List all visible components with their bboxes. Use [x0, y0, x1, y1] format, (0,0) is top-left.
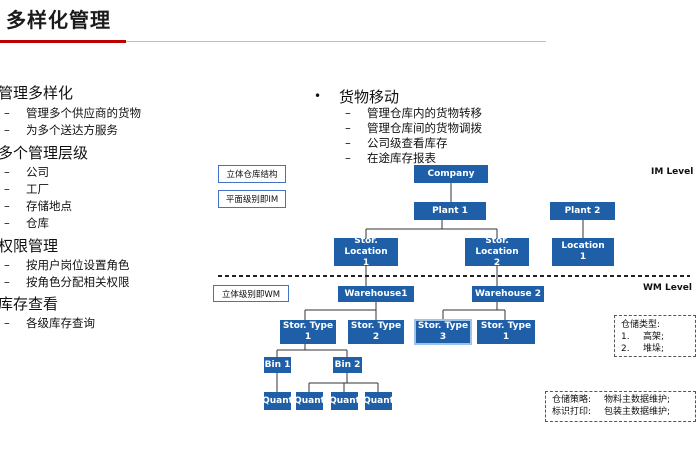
storage-types-note: 仓储类型: 1. 高架; 2. 堆垛; — [614, 315, 696, 357]
title-underline — [0, 40, 126, 43]
dash: – — [345, 106, 351, 120]
node-stor-location-1: Stor. Location 1 — [334, 236, 398, 268]
list-item-text: 仓库 — [26, 216, 49, 230]
note-item: 2. 堆垛; — [621, 343, 689, 355]
dash: – — [345, 151, 351, 165]
list-item: – 管理仓库内的货物转移 — [345, 105, 482, 121]
list-item-text: 管理仓库内的货物转移 — [367, 106, 482, 120]
section-heading-inventory: 库存查看 — [0, 295, 59, 313]
list-item-text: 公司 — [26, 165, 49, 179]
note-row: 仓储策略: 物料主数据维护; — [552, 394, 689, 406]
node-quant: Quant — [363, 392, 394, 410]
dash: – — [345, 121, 351, 135]
list-item: – 公司 — [4, 164, 49, 180]
section-heading-movement: 货物移动 — [339, 88, 400, 106]
note-item-text: 高架; — [643, 332, 665, 342]
list-item-text: 按角色分配相关权限 — [26, 275, 130, 289]
list-item-text: 为多个送达方服务 — [26, 123, 118, 137]
note-item-text: 堆垛; — [643, 344, 665, 354]
list-item: – 存储地点 — [4, 198, 72, 214]
list-item-text: 管理多个供应商的货物 — [26, 106, 141, 120]
node-quant: Quant — [294, 392, 325, 410]
list-item-text: 各级库存查询 — [26, 316, 95, 330]
bullet-icon: • — [314, 89, 322, 103]
list-item-text: 按用户岗位设置角色 — [26, 258, 130, 272]
note-row-text: 包装主数据维护; — [604, 407, 671, 417]
dash: – — [4, 316, 10, 330]
node-bin-2: Bin 2 — [333, 357, 362, 373]
strategy-note: 仓储策略: 物料主数据维护; 标识打印: 包装主数据维护; — [545, 391, 696, 422]
list-item: – 管理仓库间的货物调拨 — [345, 120, 482, 136]
node-bin-1: Bin 1 — [264, 357, 291, 373]
note-item-number: 1. — [621, 332, 630, 342]
node-stor-type-1: Stor. Type 1 — [280, 320, 336, 344]
note-item-number: 2. — [621, 344, 630, 354]
list-item-text: 工厂 — [26, 182, 49, 196]
node-quant: Quant — [262, 392, 293, 410]
tag-im-flat: 平面级别即IM — [218, 190, 286, 208]
note-row-text: 物料主数据维护; — [604, 395, 671, 405]
list-item-text: 管理仓库间的货物调拨 — [367, 121, 482, 135]
list-item: – 为多个送达方服务 — [4, 122, 118, 138]
list-item-text: 存储地点 — [26, 199, 72, 213]
note-row-label: 标识打印: — [552, 407, 592, 417]
node-stor-location-2: Stor. Location 2 — [465, 236, 529, 268]
list-item: – 仓库 — [4, 215, 49, 231]
node-plant-1: Plant 1 — [414, 202, 486, 220]
dash: – — [4, 258, 10, 272]
note-row-label: 仓储策略: — [552, 395, 592, 405]
note-row: 标识打印: 包装主数据维护; — [552, 406, 689, 418]
section-heading-permissions: 权限管理 — [0, 237, 59, 255]
node-company: Company — [414, 165, 488, 183]
list-item: – 按角色分配相关权限 — [4, 274, 130, 290]
page-title: 多样化管理 — [6, 8, 111, 32]
dash: – — [4, 106, 10, 120]
section-heading-diversity: 管理多样化 — [0, 84, 74, 102]
node-stor-type-2: Stor. Type 2 — [348, 320, 404, 344]
node-quant: Quant — [329, 392, 360, 410]
wm-level-label: WM Level — [643, 283, 692, 293]
note-title: 仓储类型: — [621, 320, 661, 330]
node-warehouse-1: Warehouse1 — [338, 286, 414, 302]
dash: – — [345, 136, 351, 150]
dash: – — [4, 182, 10, 196]
dash: – — [4, 199, 10, 213]
list-item-text: 在途库存报表 — [367, 151, 436, 165]
dash: – — [4, 123, 10, 137]
node-stor-type-1-wh2: Stor. Type 1 — [477, 320, 535, 344]
header-divider — [126, 41, 546, 42]
list-item: – 在途库存报表 — [345, 150, 436, 166]
dash: – — [4, 216, 10, 230]
node-location-1: Location 1 — [552, 238, 614, 266]
section-heading-levels: 多个管理层级 — [0, 144, 89, 162]
tag-wm-stereo: 立体级别即WM — [213, 285, 289, 302]
dash: – — [4, 165, 10, 179]
tag-structure: 立体仓库结构 — [218, 165, 286, 183]
node-plant-2: Plant 2 — [550, 202, 615, 220]
list-item: – 各级库存查询 — [4, 315, 95, 331]
list-item: – 管理多个供应商的货物 — [4, 105, 141, 121]
dash: – — [4, 275, 10, 289]
list-item: – 公司级查看库存 — [345, 135, 448, 151]
node-stor-type-3: Stor. Type 3 — [414, 319, 472, 345]
node-warehouse-2: Warehouse 2 — [472, 286, 544, 302]
note-item: 1. 高架; — [621, 331, 689, 343]
list-item: – 工厂 — [4, 181, 49, 197]
im-level-label: IM Level — [651, 167, 694, 177]
list-item-text: 公司级查看库存 — [367, 136, 448, 150]
list-item: – 按用户岗位设置角色 — [4, 257, 130, 273]
